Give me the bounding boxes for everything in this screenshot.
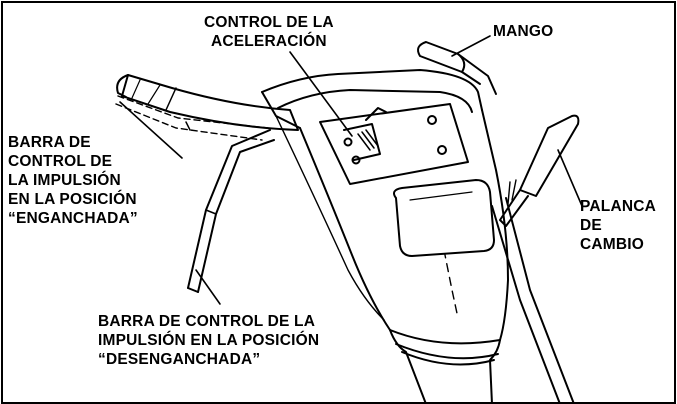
label-line: IMPULSIÓN EN LA POSICIÓN [98,332,320,349]
label-disengaged-bar: BARRA DE CONTROL DE LA IMPULSIÓN EN LA P… [98,312,319,369]
label-line: BARRA DE CONTROL DE LA [98,313,316,330]
left-handlebar [116,74,299,131]
label-line: BARRA DE [8,134,91,151]
label-handle: MANGO [493,22,553,41]
label-line: PALANCA [580,198,657,215]
throttle-plate [319,103,469,185]
engaged-bar-dashed [115,95,269,141]
lower-column [389,329,501,404]
shift-lever [491,114,580,404]
label-engaged-bar: BARRA DE CONTROL DE LA IMPULSIÓN EN LA P… [8,133,138,228]
label-line: DE [580,217,602,234]
label-line: ACELERACIÓN [210,33,327,50]
label-line: EN LA POSICIÓN [8,191,137,208]
label-shift-lever: PALANCA DE CAMBIO [580,197,656,254]
label-line: MANGO [493,23,554,40]
disengaged-bar [187,129,275,293]
console-window [393,179,495,257]
label-line: CAMBIO [580,236,645,253]
label-line: “ENGANCHADA” [8,210,138,227]
label-line: “DESENGANCHADA” [98,351,261,368]
console-housing [261,69,509,345]
label-line: CONTROL DE [8,153,113,170]
label-throttle-control: CONTROL DE LA ACELERACIÓN [204,13,334,51]
leader-lines [119,35,583,305]
right-handle-grip [417,41,497,95]
label-line: LA IMPULSIÓN [8,172,121,189]
label-line: CONTROL DE LA [204,14,334,31]
